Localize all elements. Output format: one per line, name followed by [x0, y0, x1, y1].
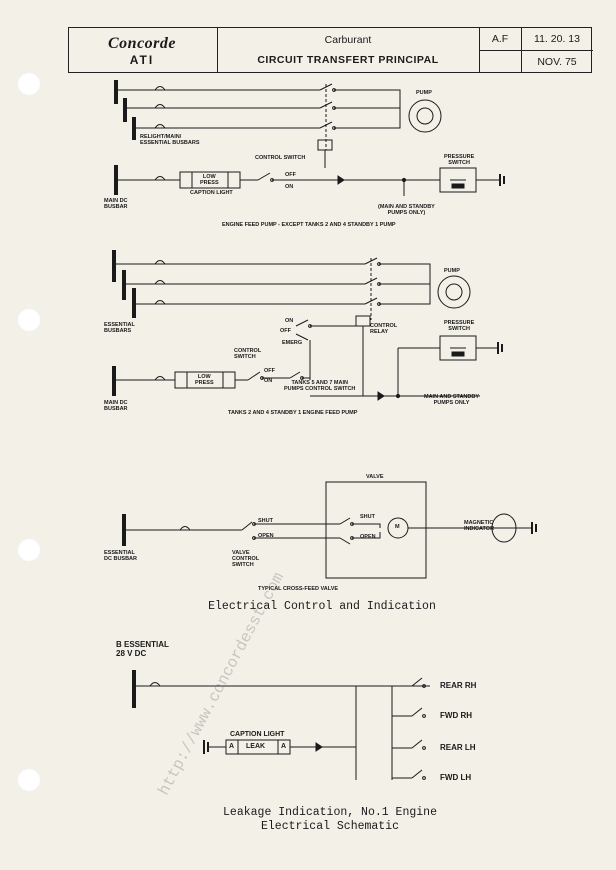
- open-label: OPEN: [258, 533, 274, 539]
- issue-date: NOV. 75: [537, 56, 577, 68]
- rear-lh-label: REAR LH: [440, 743, 476, 752]
- diagram1-title: ENGINE FEED PUMP - EXCEPT TANKS 2 AND 4 …: [222, 222, 396, 228]
- on2-label: ON: [264, 378, 273, 384]
- shut-inner-label: SHUT: [360, 514, 375, 520]
- control-switch-label: CONTROL SWITCH: [255, 155, 306, 161]
- relight-busbars-label: RELIGHT/MAIN/ ESSENTIAL BUSBARS: [140, 134, 200, 147]
- off2-label: OFF: [264, 368, 275, 374]
- caption-light-a1: A: [229, 743, 235, 750]
- emerg-off-label: OFF: [280, 328, 291, 334]
- essential-busbars-label: ESSENTIAL BUSBARS: [104, 322, 135, 335]
- supply-label: B ESSENTIAL 28 V DC: [116, 640, 169, 659]
- brand-logo: Concorde: [108, 35, 176, 52]
- magnetic-indicator-label: MAGNETIC INDICATOR: [464, 520, 495, 533]
- diagram-crossfeed-valve: [122, 481, 537, 579]
- title-block: Concorde ATI Carburant CIRCUIT TRANSFERT…: [68, 27, 593, 73]
- pump-label: PUMP: [416, 90, 432, 96]
- chapter-code: A.F: [491, 33, 509, 45]
- pressure-switch2-label: PRESSURE SWITCH: [444, 320, 475, 333]
- punch-hole-3: [17, 538, 41, 562]
- shut-label: SHUT: [258, 518, 273, 524]
- caption-light-leak: LEAK: [246, 743, 266, 750]
- document-title: CIRCUIT TRANSFERT PRINCIPAL: [257, 54, 439, 66]
- motor-label: M: [395, 524, 400, 530]
- valve-control-switch-label: VALVE CONTROL SWITCH: [232, 550, 260, 569]
- diagram3-title: TYPICAL CROSS-FEED VALVE: [258, 586, 339, 592]
- diagram2-title: TANKS 2 AND 4 STANDBY 1 ENGINE FEED PUMP: [228, 410, 358, 416]
- pressure-switch-label: PRESSURE SWITCH: [444, 154, 475, 167]
- on-label: ON: [285, 184, 294, 190]
- emerg-label: EMERG: [282, 340, 303, 346]
- main-dc-busbar2-label: MAIN DC BUSBAR: [104, 400, 128, 413]
- valve-label: VALVE: [366, 474, 384, 480]
- pump2-label: PUMP: [444, 268, 460, 274]
- fwd-lh-label: FWD LH: [440, 773, 472, 782]
- essential-dc-busbar-label: ESSENTIAL DC BUSBAR: [104, 550, 137, 563]
- control-switch2-label: CONTROL SWITCH: [234, 348, 262, 361]
- control-relay-label: CONTROL RELAY: [370, 323, 398, 336]
- off-label: OFF: [285, 172, 296, 178]
- tanks-note: TANKS 5 AND 7 MAIN PUMPS CONTROL SWITCH: [284, 380, 356, 393]
- caption-light-a2: A: [281, 743, 287, 750]
- diagram-engine-feed-pump: [114, 80, 505, 196]
- punch-hole-1: [17, 72, 41, 96]
- fwd-rh-label: FWD RH: [440, 711, 472, 720]
- punch-hole-4: [17, 768, 41, 792]
- diagram-leakage-indication: [132, 670, 430, 780]
- low-press2-label: LOW PRESS: [195, 374, 214, 387]
- caption-light-label: CAPTION LIGHT: [190, 190, 233, 196]
- reference-number: 11. 20. 13: [534, 33, 580, 45]
- caption-leakage-indication: Leakage Indication, No.1 Engine Electric…: [223, 806, 437, 834]
- punch-hole-2: [17, 308, 41, 332]
- main-standby-note: (MAIN AND STANDBY PUMPS ONLY): [378, 204, 435, 217]
- main-dc-busbar-label: MAIN DC BUSBAR: [104, 198, 128, 211]
- rear-rh-label: REAR RH: [440, 681, 477, 690]
- main-standby-note2: MAIN AND STANDBY PUMPS ONLY: [424, 394, 479, 407]
- diagram-standby-feed-pump: [112, 250, 503, 401]
- caption-light-label-2: CAPTION LIGHT: [230, 731, 285, 738]
- open-inner-label: OPEN: [360, 534, 376, 540]
- low-press-label: LOW PRESS: [200, 174, 219, 187]
- emerg-on-label: ON: [285, 318, 294, 324]
- caption-electrical-control: Electrical Control and Indication: [208, 600, 436, 613]
- brand-sub: ATI: [129, 53, 155, 67]
- section-name: Carburant: [324, 34, 372, 46]
